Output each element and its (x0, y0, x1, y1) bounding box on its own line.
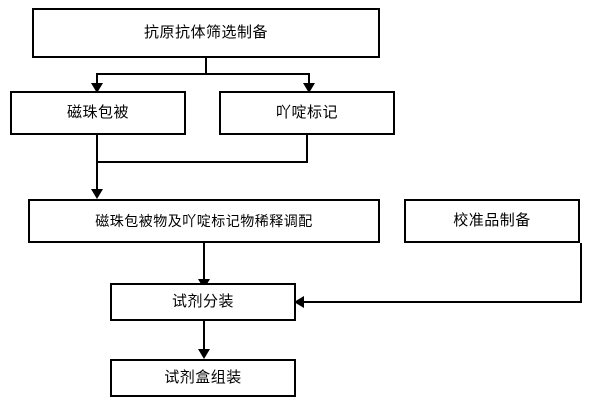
node-label: 抗原抗体筛选制备 (143, 24, 268, 41)
arrowhead-n5-to-n6 (294, 296, 304, 308)
edge-n1-to-n3-vertical (308, 73, 310, 85)
edge-n6-to-n7-vertical (203, 321, 205, 351)
edge-n5-down (580, 243, 582, 303)
arrowhead-n6-to-n7 (198, 349, 210, 359)
node-dilution-formulation: 磁珠包被物及吖啶标记物稀释调配 (28, 199, 380, 243)
arrowhead-merge-to-n4 (91, 189, 103, 199)
node-kit-assembly: 试剂盒组装 (110, 359, 296, 397)
node-label: 磁珠包被物及吖啶标记物稀释调配 (95, 212, 313, 229)
arrowhead-n1-to-n2 (91, 83, 103, 93)
edge-n1-to-n2-vertical (96, 73, 98, 85)
node-magnetic-bead-coating: 磁珠包被 (10, 91, 186, 135)
edge-n4-to-n6-vertical (203, 243, 205, 281)
node-calibrator-preparation: 校准品制备 (404, 199, 580, 243)
edge-n2-down (96, 135, 98, 163)
edge-n1-split-horizontal (96, 73, 310, 75)
arrowhead-n1-to-n3 (303, 83, 315, 93)
node-acridinium-labeling: 吖啶标记 (219, 91, 395, 135)
node-reagent-dispensing: 试剂分装 (110, 283, 296, 321)
edge-n5-horizontal (302, 301, 582, 303)
node-label: 校准品制备 (453, 212, 531, 229)
node-label: 吖啶标记 (275, 104, 338, 121)
node-label: 试剂分装 (171, 293, 234, 310)
node-label: 磁珠包被 (66, 104, 129, 121)
edge-merge-horizontal (96, 161, 308, 163)
edge-merge-to-n4-vertical (96, 161, 98, 191)
edge-n1-split-vertical (205, 58, 207, 74)
edge-n3-down (306, 135, 308, 163)
node-antigen-antibody-screening: 抗原抗体筛选制备 (32, 8, 380, 58)
node-label: 试剂盒组装 (164, 369, 242, 386)
